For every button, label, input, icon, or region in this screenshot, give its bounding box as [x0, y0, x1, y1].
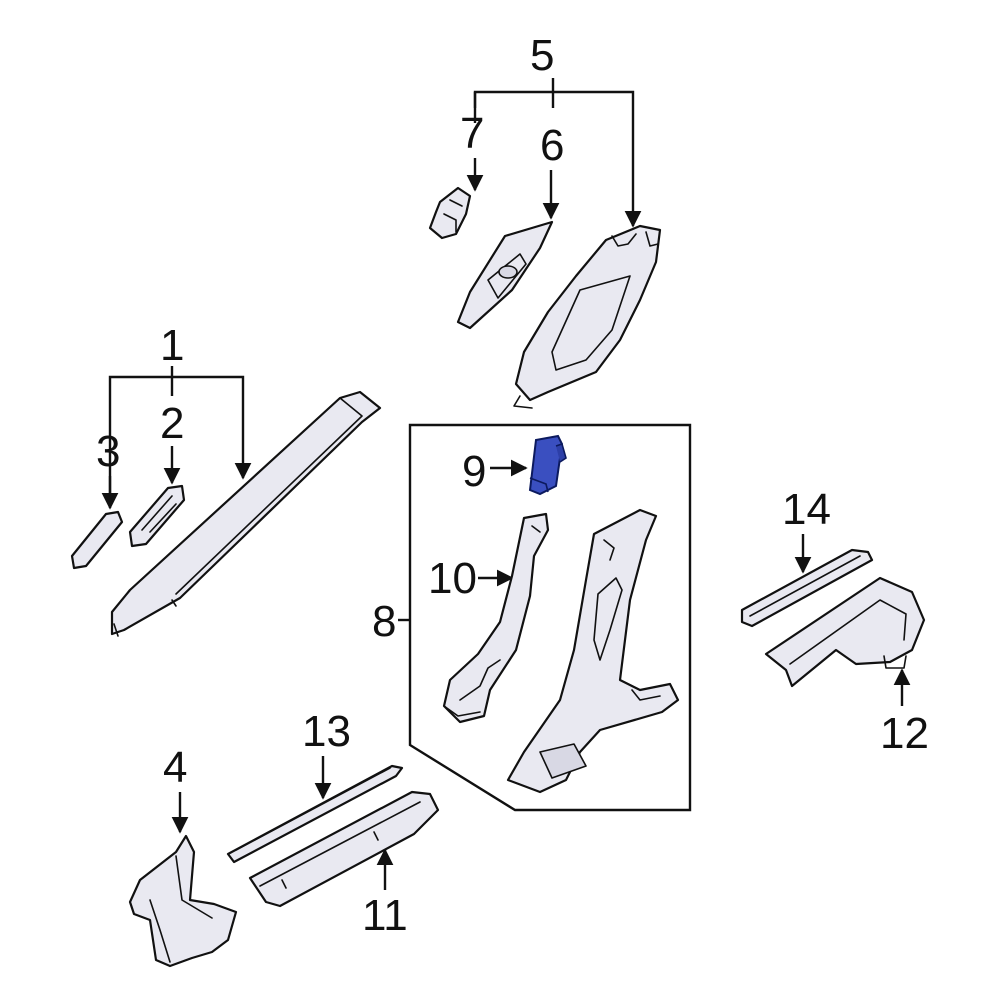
callout-2: 2 — [160, 399, 184, 448]
callout-group-5: 5 7 6 — [460, 31, 642, 228]
group-8-box: 8 9 10 — [372, 423, 692, 812]
part-3-cap — [70, 510, 124, 570]
part-13-sill-strip — [226, 764, 404, 864]
part-1-front-trim — [110, 390, 382, 637]
callout-14: 14 — [782, 485, 831, 534]
callout-4: 4 — [163, 743, 187, 792]
callout-13: 13 — [302, 707, 351, 756]
callout-6: 6 — [540, 121, 564, 170]
part-12-scuff-plate — [764, 576, 926, 688]
part-2-handle — [128, 484, 186, 548]
part-6-cover — [456, 220, 554, 330]
callout-3: 3 — [96, 427, 120, 476]
part-9-highlighted-anchor — [528, 434, 567, 496]
callout-5: 5 — [530, 31, 554, 80]
callout-group-bottom: 4 13 11 — [163, 707, 408, 940]
part-11-scuff-plate — [248, 790, 440, 908]
callout-10: 10 — [428, 554, 477, 603]
callout-12: 12 — [880, 709, 929, 758]
callout-1: 1 — [160, 321, 184, 370]
callout-group-1: 1 2 3 — [96, 321, 252, 510]
part-7-clip — [428, 186, 472, 240]
callout-7: 7 — [460, 109, 484, 158]
part-4-kick-panel — [128, 834, 238, 968]
callout-group-14-12: 14 12 — [782, 485, 929, 758]
callout-9: 9 — [462, 447, 486, 496]
callout-11: 11 — [362, 891, 408, 940]
part-5-upper-trim — [513, 224, 662, 409]
callout-8: 8 — [372, 597, 396, 646]
part-10-inner-trim — [442, 512, 550, 724]
part-8-lower-trim — [506, 508, 680, 794]
part-14-sill-strip — [740, 548, 874, 628]
